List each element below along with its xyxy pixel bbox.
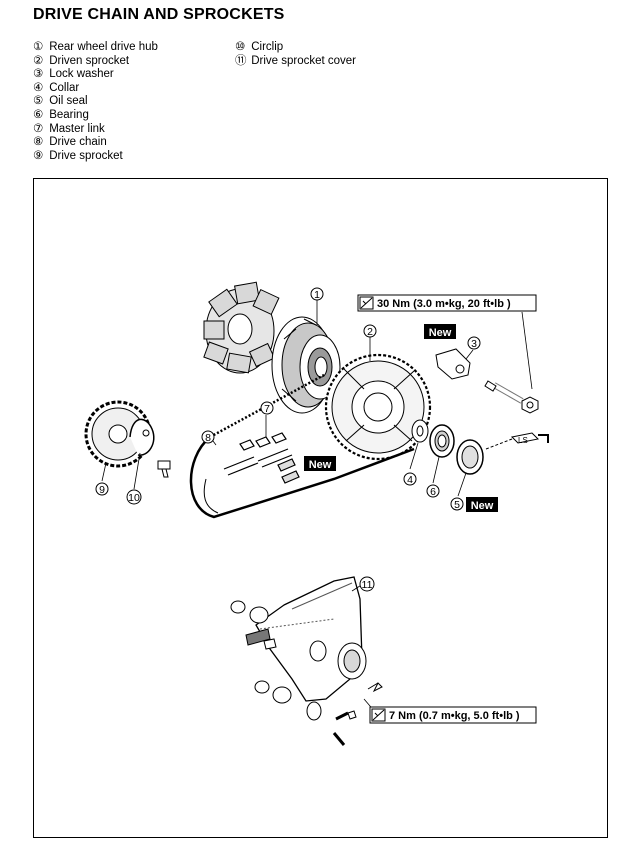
callout-9: 9 — [99, 484, 105, 496]
lock-washer — [435, 348, 471, 380]
legend-number: ① — [33, 41, 44, 53]
rear-wheel-drive-hub — [203, 281, 341, 414]
driven-sprocket — [324, 353, 432, 461]
callout-8: 8 — [205, 432, 211, 444]
legend-number: ⑦ — [33, 122, 44, 135]
legend-label: Master link — [49, 122, 105, 135]
new-badge-master-link: New — [304, 456, 336, 471]
legend-label: Oil seal — [49, 95, 88, 108]
oil-seal — [456, 439, 484, 475]
callout-3: 3 — [471, 338, 477, 350]
legend-item: ① Rear wheel drive hub — [33, 41, 158, 55]
exploded-view-diagram: LS — [84, 281, 549, 746]
callout-7: 7 — [264, 403, 270, 415]
legend-label: Rear wheel drive hub — [49, 41, 158, 53]
legend-number: ② — [33, 54, 44, 67]
sprocket-bolt — [157, 460, 171, 478]
torque-spec-lower: 7 Nm (0.7 m•kg, 5.0 ft•lb ) — [369, 706, 537, 724]
legend-label: Drive chain — [49, 136, 107, 149]
legend-item: ⑨ Drive sprocket — [33, 150, 158, 164]
legend-label: Bearing — [49, 108, 89, 121]
axle-bolt — [484, 380, 524, 404]
circlip — [129, 418, 155, 456]
new-label: New — [429, 327, 452, 339]
legend-item: ⑤ Oil seal — [33, 95, 158, 109]
grease-label: LS — [518, 436, 528, 445]
new-label: New — [309, 459, 332, 471]
drive-sprocket-cover — [255, 576, 367, 721]
callout-5: 5 — [454, 499, 460, 511]
cover-grommets — [230, 600, 292, 704]
torque-spec-upper: 30 Nm (3.0 m•kg, 20 ft•lb ) — [357, 294, 537, 312]
legend-label: Drive sprocket — [49, 149, 123, 162]
legend-label: Collar — [49, 81, 80, 94]
cover-bolts — [332, 682, 383, 746]
torque-value-lower: 7 Nm (0.7 m•kg, 5.0 ft•lb ) — [389, 710, 520, 722]
legend-item: ⑧ Drive chain — [33, 136, 158, 150]
legend-number: ⑧ — [33, 136, 44, 149]
legend-number: ⑩ — [235, 41, 246, 53]
callout-6: 6 — [430, 486, 436, 498]
legend-number: ⑤ — [33, 95, 44, 108]
legend-item: ③ Lock washer — [33, 68, 158, 82]
legend-item: ⑩ Circlip — [235, 41, 356, 55]
legend-item: ④ Collar — [33, 82, 158, 96]
legend-label: Drive sprocket cover — [251, 54, 357, 67]
legend-number: ③ — [33, 68, 44, 81]
new-badge-lock-washer: New — [424, 324, 456, 339]
legend-number: ④ — [33, 81, 44, 94]
master-link — [223, 432, 300, 484]
cover-clip — [245, 628, 277, 650]
leader-lines — [101, 300, 533, 714]
legend-number: ⑨ — [33, 149, 44, 162]
legend-item: ⑦ Master link — [33, 123, 158, 137]
axle-nut — [521, 396, 539, 414]
callout-11: 11 — [362, 579, 373, 591]
legend-label: Lock washer — [49, 68, 114, 81]
legend-item: ⑪ Drive sprocket cover — [235, 55, 356, 69]
parts-legend-continued: ⑩ Circlip ⑪ Drive sprocket cover — [235, 41, 356, 68]
legend-number: ⑪ — [235, 54, 247, 67]
legend-item: ⑥ Bearing — [33, 109, 158, 123]
callout-1: 1 — [314, 289, 320, 301]
callouts: 1 2 3 4 5 6 7 8 9 10 11 — [95, 287, 481, 592]
grease-gun: LS — [485, 432, 549, 450]
callout-10: 10 — [128, 492, 140, 504]
legend-label: Driven sprocket — [49, 54, 130, 67]
legend-number: ⑥ — [33, 108, 44, 121]
exploded-view-frame: LS — [33, 178, 608, 838]
collar — [411, 419, 429, 443]
new-badge-oil-seal: New — [466, 497, 498, 512]
legend-item: ② Driven sprocket — [33, 55, 158, 69]
callout-4: 4 — [407, 474, 413, 486]
new-label: New — [471, 500, 494, 512]
bearing — [429, 424, 455, 458]
parts-legend: ① Rear wheel drive hub ② Driven sprocket… — [33, 41, 158, 163]
page-title: DRIVE CHAIN AND SPROCKETS — [33, 6, 285, 23]
legend-label: Circlip — [251, 41, 284, 53]
drive-sprocket — [84, 400, 152, 468]
hub-damper — [203, 281, 280, 374]
callout-2: 2 — [367, 326, 373, 338]
torque-value-upper: 30 Nm (3.0 m•kg, 20 ft•lb ) — [377, 298, 511, 310]
